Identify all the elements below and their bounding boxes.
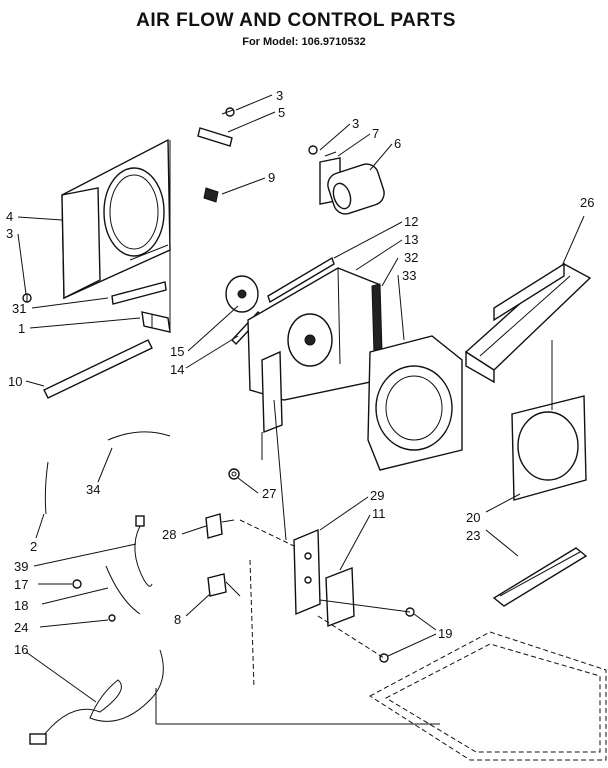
callout-1: 1 bbox=[18, 321, 25, 336]
part-duct-26 bbox=[464, 262, 592, 384]
assembly-lines bbox=[155, 140, 553, 725]
callout-23: 23 bbox=[466, 528, 480, 543]
part-capacitor-6 bbox=[308, 145, 385, 215]
callout-3: 3 bbox=[352, 116, 359, 131]
part-hose-34 bbox=[107, 431, 171, 441]
part-bracket-5 bbox=[197, 107, 235, 147]
part-bracket-23 bbox=[492, 547, 588, 607]
part-screw-3-left bbox=[22, 293, 32, 303]
part-thermostat-8 bbox=[207, 573, 241, 597]
base-pan-outline bbox=[369, 631, 607, 761]
part-switch-28 bbox=[205, 513, 235, 539]
diagram-title: AIR FLOW AND CONTROL PARTS bbox=[136, 10, 456, 31]
part-screw-19 bbox=[379, 607, 415, 663]
part-strip-12 bbox=[267, 256, 335, 304]
part-screw-24 bbox=[108, 614, 116, 622]
callout-11: 11 bbox=[372, 506, 386, 521]
callout-13: 13 bbox=[404, 232, 418, 247]
callout-6: 6 bbox=[394, 136, 401, 151]
part-housing-13 bbox=[247, 267, 381, 434]
part-power-cord-16 bbox=[29, 649, 164, 745]
part-strip-32 bbox=[371, 283, 383, 355]
leader-lines bbox=[17, 94, 585, 703]
callout-3: 3 bbox=[6, 226, 13, 241]
part-tube-2 bbox=[44, 461, 49, 515]
part-foam-strip-10 bbox=[43, 339, 153, 399]
callout-17: 17 bbox=[14, 577, 28, 592]
callout-14: 14 bbox=[170, 362, 184, 377]
callout-18: 18 bbox=[14, 598, 28, 613]
callout-34: 34 bbox=[86, 482, 100, 497]
callout-24: 24 bbox=[14, 620, 28, 635]
part-nut-27 bbox=[228, 468, 240, 480]
model-subtitle: For Model: 106.9710532 bbox=[242, 36, 366, 48]
part-air-panel-left bbox=[61, 138, 171, 300]
callout-5: 5 bbox=[278, 105, 285, 120]
part-orifice-20 bbox=[511, 395, 587, 501]
callout-31: 31 bbox=[12, 301, 26, 316]
part-control-bracket-29 bbox=[293, 528, 355, 628]
callout-26: 26 bbox=[580, 195, 594, 210]
callout-16: 16 bbox=[14, 642, 28, 657]
callout-19: 19 bbox=[438, 626, 452, 641]
part-fan-hub-15 bbox=[225, 275, 259, 313]
callout-27: 27 bbox=[262, 486, 276, 501]
part-blower-scroll-33 bbox=[367, 335, 463, 471]
callout-33: 33 bbox=[402, 268, 416, 283]
callout-8: 8 bbox=[174, 612, 181, 627]
part-wire-18 bbox=[105, 565, 141, 615]
callout-4: 4 bbox=[6, 209, 13, 224]
callout-2: 2 bbox=[30, 539, 37, 554]
callout-39: 39 bbox=[14, 559, 28, 574]
callout-10: 10 bbox=[8, 374, 22, 389]
part-clip-17 bbox=[72, 579, 82, 589]
callout-32: 32 bbox=[404, 250, 418, 265]
callout-labels: 3 5 3 7 6 9 4 3 26 12 13 32 33 31 1 10 1… bbox=[6, 88, 594, 657]
callout-20: 20 bbox=[466, 510, 480, 525]
part-wire-39 bbox=[134, 515, 153, 587]
callout-28: 28 bbox=[162, 527, 176, 542]
callout-12: 12 bbox=[404, 214, 418, 229]
part-clip-9 bbox=[203, 187, 219, 203]
callout-15: 15 bbox=[170, 344, 184, 359]
callout-9: 9 bbox=[268, 170, 275, 185]
callout-3: 3 bbox=[276, 88, 283, 103]
callout-7: 7 bbox=[372, 126, 379, 141]
part-foam-strip-31 bbox=[111, 281, 167, 305]
callout-29: 29 bbox=[370, 488, 384, 503]
part-bracket-1 bbox=[141, 311, 171, 333]
